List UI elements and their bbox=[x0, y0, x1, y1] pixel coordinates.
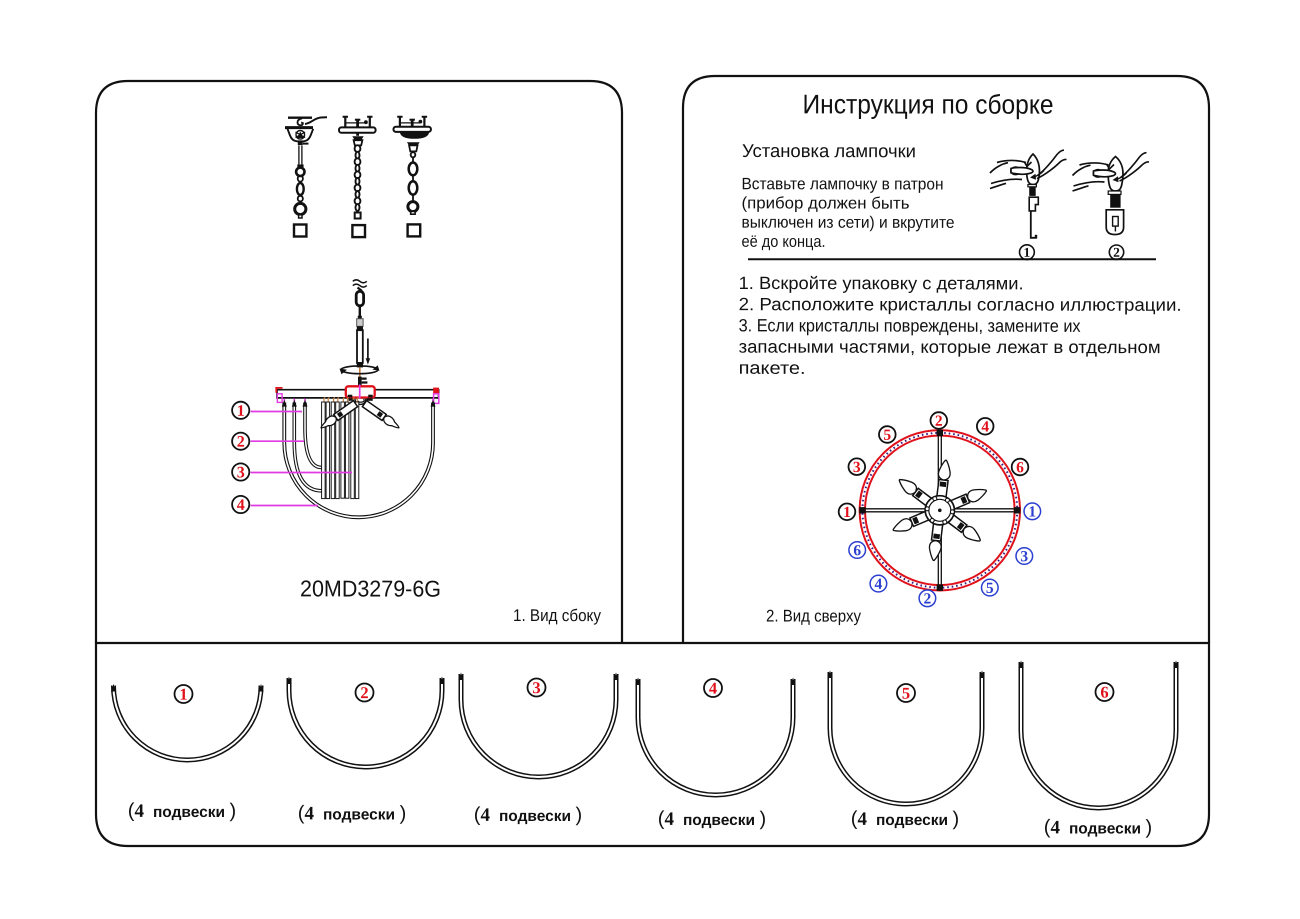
svg-text:1: 1 bbox=[1028, 504, 1036, 521]
svg-text:6: 6 bbox=[1100, 683, 1108, 702]
svg-text:4: 4 bbox=[875, 576, 883, 593]
svg-text:2. Расположите кристаллы согла: 2. Расположите кристаллы согласно иллюст… bbox=[739, 294, 1182, 315]
svg-text:5: 5 bbox=[902, 684, 910, 703]
svg-text:1. Вид сбоку: 1. Вид сбоку bbox=[513, 606, 601, 625]
svg-text:2: 2 bbox=[360, 683, 368, 702]
svg-text:4: 4 bbox=[981, 419, 989, 436]
svg-text:1. Вскройте упаковку с деталям: 1. Вскройте упаковку с деталями. bbox=[739, 273, 1024, 293]
svg-text:5: 5 bbox=[986, 580, 994, 597]
svg-text:1: 1 bbox=[843, 504, 851, 521]
svg-text:4: 4 bbox=[709, 679, 717, 698]
svg-text:1: 1 bbox=[179, 685, 187, 704]
svg-text:пакете.: пакете. bbox=[739, 358, 806, 378]
svg-text:2. Вид сверху: 2. Вид сверху bbox=[766, 607, 861, 626]
svg-text:1: 1 bbox=[1024, 245, 1031, 260]
svg-text:(прибор должен быть: (прибор должен быть bbox=[741, 193, 909, 212]
svg-text:выключен из сети) и вкрутите: выключен из сети) и вкрутите bbox=[741, 213, 954, 232]
svg-text:Инструкция по сборке: Инструкция по сборке bbox=[802, 89, 1053, 119]
svg-text:5: 5 bbox=[883, 427, 891, 444]
svg-text:Вставьте лампочку в патрон: Вставьте лампочку в патрон bbox=[741, 174, 943, 193]
svg-text:2: 2 bbox=[237, 434, 245, 451]
svg-text:её до конца.: её до конца. bbox=[741, 232, 825, 251]
svg-text:20MD3279-6G: 20MD3279-6G bbox=[300, 575, 441, 601]
svg-text:1: 1 bbox=[237, 403, 245, 420]
svg-text:3. Если кристаллы повреждены,: 3. Если кристаллы повреждены, замените и… bbox=[739, 315, 1081, 335]
svg-text:2: 2 bbox=[935, 413, 943, 430]
svg-text:4: 4 bbox=[237, 497, 245, 514]
svg-text:3: 3 bbox=[532, 678, 540, 697]
svg-text:Установка лампочки: Установка лампочки bbox=[742, 140, 916, 161]
svg-text:6: 6 bbox=[1016, 459, 1024, 476]
svg-text:3: 3 bbox=[1020, 548, 1028, 565]
svg-text:запасными частями, которые леж: запасными частями, которые лежат в отдел… bbox=[739, 337, 1161, 358]
svg-text:2: 2 bbox=[1113, 245, 1120, 260]
svg-text:3: 3 bbox=[237, 464, 245, 481]
svg-text:2: 2 bbox=[924, 591, 932, 608]
svg-text:6: 6 bbox=[853, 542, 861, 559]
svg-text:3: 3 bbox=[853, 459, 861, 476]
